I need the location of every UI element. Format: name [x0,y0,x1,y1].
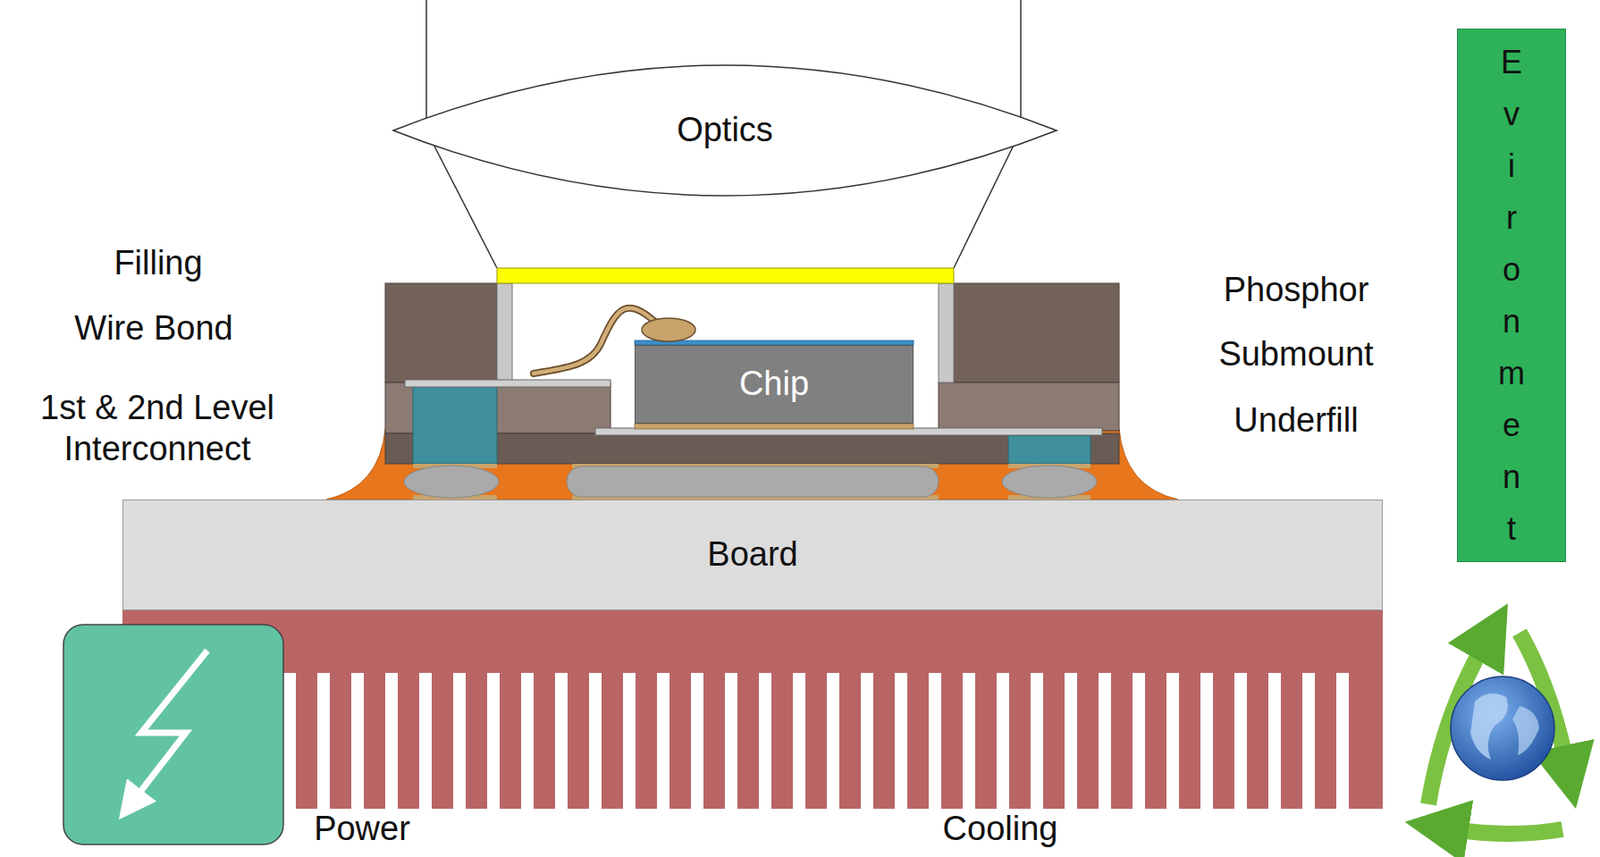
power-icon [63,624,284,845]
optics-lens: Optics [393,65,1057,196]
node-label: Board [707,534,798,576]
solder-joints [404,463,1097,500]
part-label: Filling [113,243,203,285]
heat-sink [122,610,1383,809]
recycle-icon [1428,632,1567,834]
globe-icon [1450,676,1555,781]
board: Board [122,499,1383,611]
part-label: Power [313,808,411,851]
lead-plate [404,379,611,388]
part-label: Underfill [1233,400,1358,442]
part-label: 1st & 2nd Level Interconnect [5,387,310,470]
part-label: Cooling [943,808,1059,851]
chip-die: Chip [634,345,914,424]
part-label: Phosphor [1223,269,1370,312]
reflector-wall [938,283,954,383]
lens-outline-path [393,65,1057,196]
via [1008,435,1091,464]
node-label: Chip [739,363,809,405]
part-label: Submount [1218,334,1373,376]
part-label: Wire Bond [74,308,233,350]
node-label: Optics [676,109,774,152]
die-attach [634,423,914,430]
vertical-label: Evironment [1498,36,1545,556]
phosphor-layer [496,268,954,284]
via [412,386,497,464]
reflector-wall [496,283,513,383]
environment-band: Evironment [1456,28,1567,563]
package-housing [385,283,1120,464]
